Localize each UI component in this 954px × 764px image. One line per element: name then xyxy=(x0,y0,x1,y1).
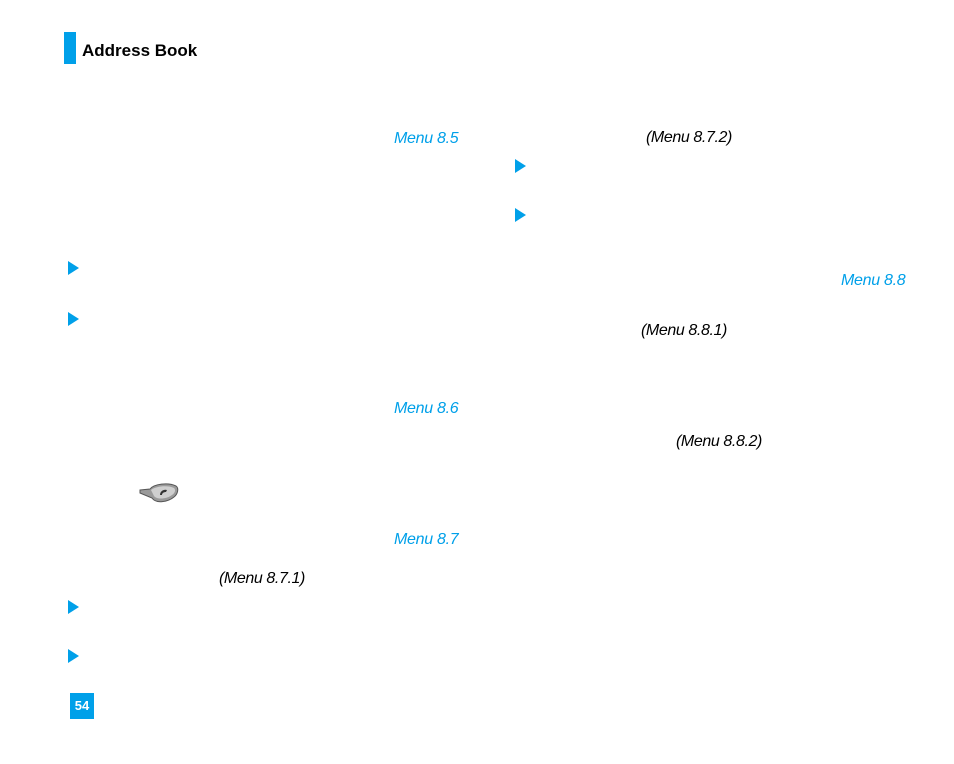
menu-ref-8-7: Menu 8.7 xyxy=(394,531,459,548)
menu-ref-8-8-2: (Menu 8.8.2) xyxy=(676,433,762,450)
triangle-bullet-icon xyxy=(515,159,526,173)
menu-ref-8-7-2: (Menu 8.7.2) xyxy=(646,129,732,146)
menu-ref-8-5: Menu 8.5 xyxy=(394,130,459,147)
triangle-bullet-icon xyxy=(515,208,526,222)
page-number: 54 xyxy=(70,693,94,719)
triangle-bullet-icon xyxy=(68,312,79,326)
menu-ref-8-7-1: (Menu 8.7.1) xyxy=(219,570,305,587)
triangle-bullet-icon xyxy=(68,600,79,614)
send-key-icon xyxy=(139,483,179,503)
header-accent-bar xyxy=(64,32,76,64)
menu-ref-8-6: Menu 8.6 xyxy=(394,400,459,417)
menu-ref-8-8-1: (Menu 8.8.1) xyxy=(641,322,727,339)
triangle-bullet-icon xyxy=(68,261,79,275)
triangle-bullet-icon xyxy=(68,649,79,663)
page-title: Address Book xyxy=(82,41,198,60)
menu-ref-8-8: Menu 8.8 xyxy=(841,272,906,289)
